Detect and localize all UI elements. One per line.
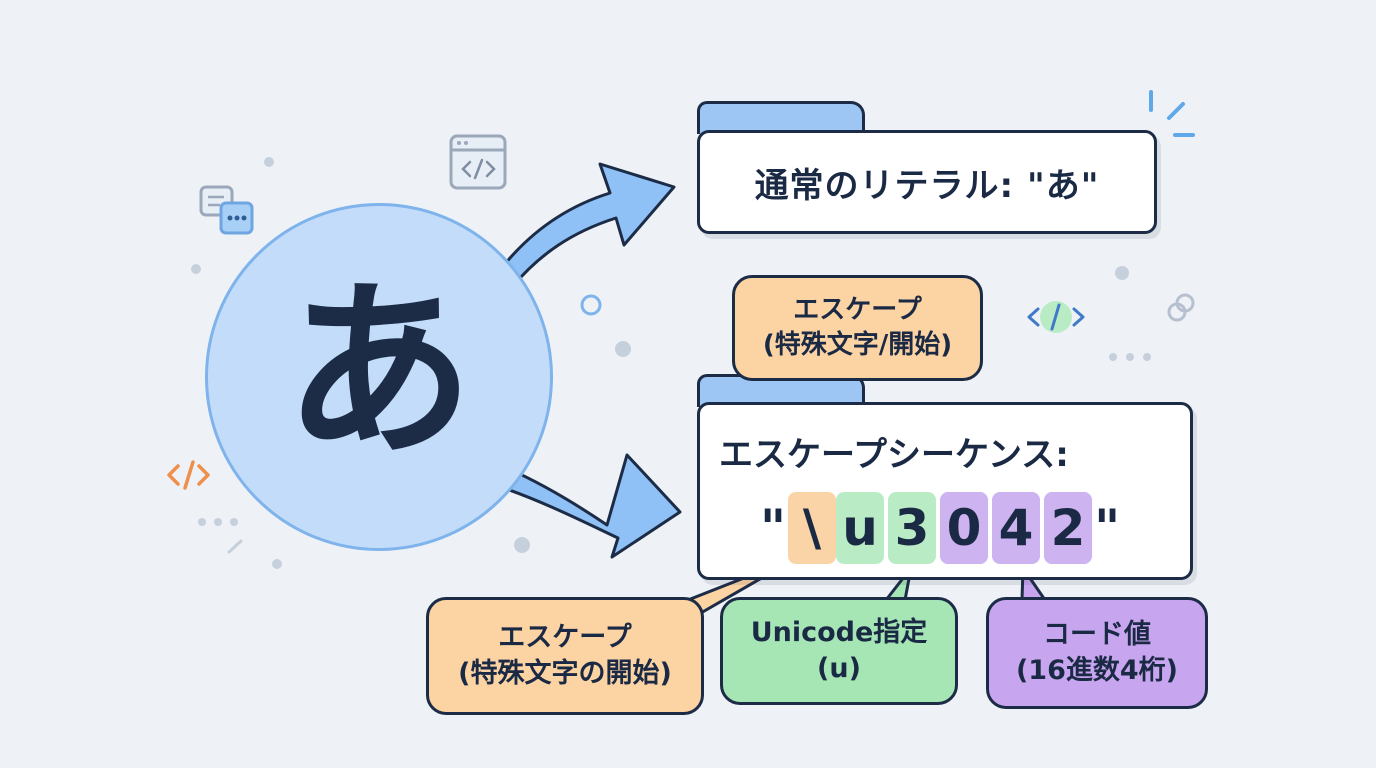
decor-dot	[191, 264, 201, 274]
callout-line: (特殊文字/開始)	[762, 330, 953, 360]
u-segment: u	[836, 492, 885, 564]
hex-digit: 4	[992, 492, 1041, 564]
literal-label: 通常のリテラル: "あ"	[754, 165, 1100, 206]
close-quote: "	[1094, 499, 1121, 557]
callout-line: (特殊文字の開始)	[458, 658, 672, 689]
callout-line: Unicode指定	[750, 616, 928, 648]
callout-line: (16進数4桁)	[1015, 655, 1179, 686]
escape-code: " \ u 3 0 4 2 "	[758, 492, 1122, 564]
callout-escape-top: エスケープ (特殊文字/開始)	[732, 275, 983, 381]
hex-digit: 0	[940, 492, 989, 564]
callout-line: エスケープ	[498, 621, 632, 653]
callout-escape: エスケープ (特殊文字の開始)	[426, 597, 704, 715]
decor-dot	[514, 537, 530, 553]
open-quote: "	[760, 499, 787, 557]
decor-dot	[272, 559, 282, 569]
callout-line: コード値	[1043, 618, 1151, 650]
decor-dot	[1115, 266, 1129, 280]
callout-code-value: コード値 (16進数4桁)	[986, 597, 1208, 709]
sparkle-icon	[1149, 90, 1195, 137]
code-brackets-icon	[1027, 301, 1085, 333]
hex-digit: 3	[888, 492, 937, 564]
source-char: あ	[283, 261, 474, 482]
code-window-icon	[449, 134, 507, 190]
decor-dot	[615, 341, 631, 357]
literal-card-tab	[697, 101, 865, 134]
escape-card: エスケープシーケンス: " \ u 3 0 4 2 "	[697, 402, 1193, 580]
chat-bubbles-icon	[199, 185, 254, 235]
escape-card-title: エスケープシーケンス:	[719, 435, 1069, 475]
code-brackets-orange-icon	[167, 460, 210, 490]
arrow-to-literal	[495, 162, 676, 288]
hex-digit: 2	[1044, 492, 1093, 564]
callout-unicode: Unicode指定 (u)	[720, 597, 958, 705]
callout-line: エスケープ	[793, 294, 922, 325]
decor-dash	[227, 539, 243, 554]
source-char-circle: あ	[205, 203, 553, 551]
callout-line: (u)	[817, 653, 861, 684]
arrow-to-escape	[493, 453, 682, 559]
backslash-segment: \	[788, 492, 837, 564]
ellipsis-dots	[198, 353, 1151, 526]
decor-ring	[580, 294, 602, 316]
link-icon	[1167, 293, 1195, 322]
decor-dot	[264, 157, 274, 167]
literal-card: 通常のリテラル: "あ"	[697, 130, 1157, 234]
